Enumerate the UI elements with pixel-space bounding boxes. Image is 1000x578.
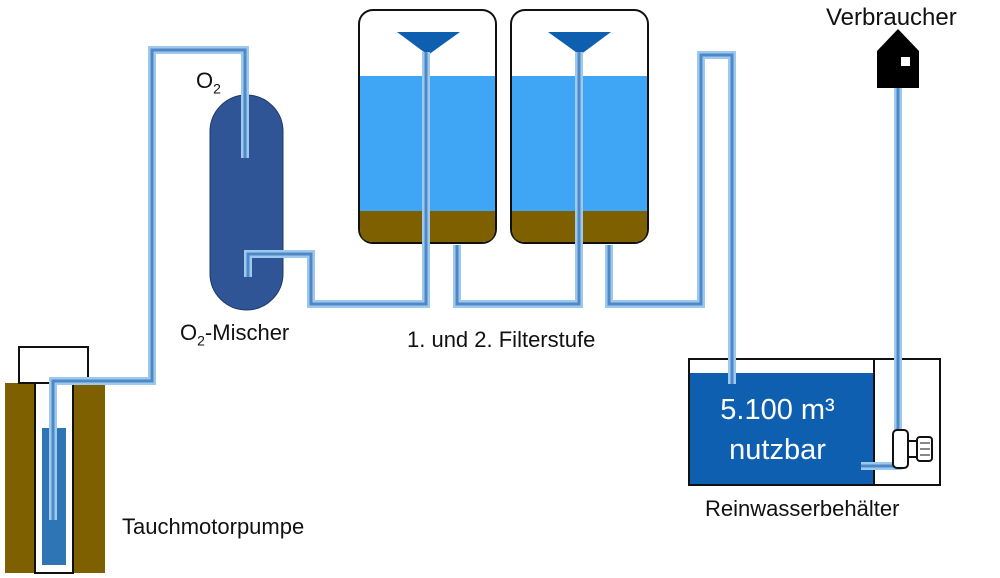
pipe-filter1-to-filter2 xyxy=(455,52,581,306)
reservoir-label: Reinwasserbehälter xyxy=(705,496,900,521)
mixer-label: O2-Mischer xyxy=(180,320,289,348)
pipes xyxy=(51,48,900,520)
pump-icon xyxy=(892,429,933,469)
pump-label: Tauchmotorpumpe xyxy=(122,514,305,539)
funnel-icon xyxy=(397,32,460,55)
mixer-label-suffix: -Mischer xyxy=(204,320,290,345)
pipe-filter2-to-reservoir xyxy=(607,53,734,384)
mixer-label-prefix: O xyxy=(180,320,198,345)
o2-label: O2 xyxy=(196,68,221,96)
consumer-label: Verbraucher xyxy=(826,4,957,31)
funnel-icon xyxy=(548,32,611,55)
o2-label-sub: 2 xyxy=(213,80,221,97)
house-icon xyxy=(877,29,919,88)
o2-label-main: O xyxy=(196,68,214,93)
reservoir-volume: 5.100 m³ xyxy=(720,394,835,426)
reservoir-water xyxy=(690,373,873,484)
pipe-well-to-mixer xyxy=(51,48,247,520)
pipe-mixer-to-filter1 xyxy=(246,52,428,306)
filter-label: 1. und 2. Filterstufe xyxy=(407,327,596,352)
mixer-label-sub: 2 xyxy=(197,332,205,349)
reservoir-status: nutzbar xyxy=(729,434,826,466)
